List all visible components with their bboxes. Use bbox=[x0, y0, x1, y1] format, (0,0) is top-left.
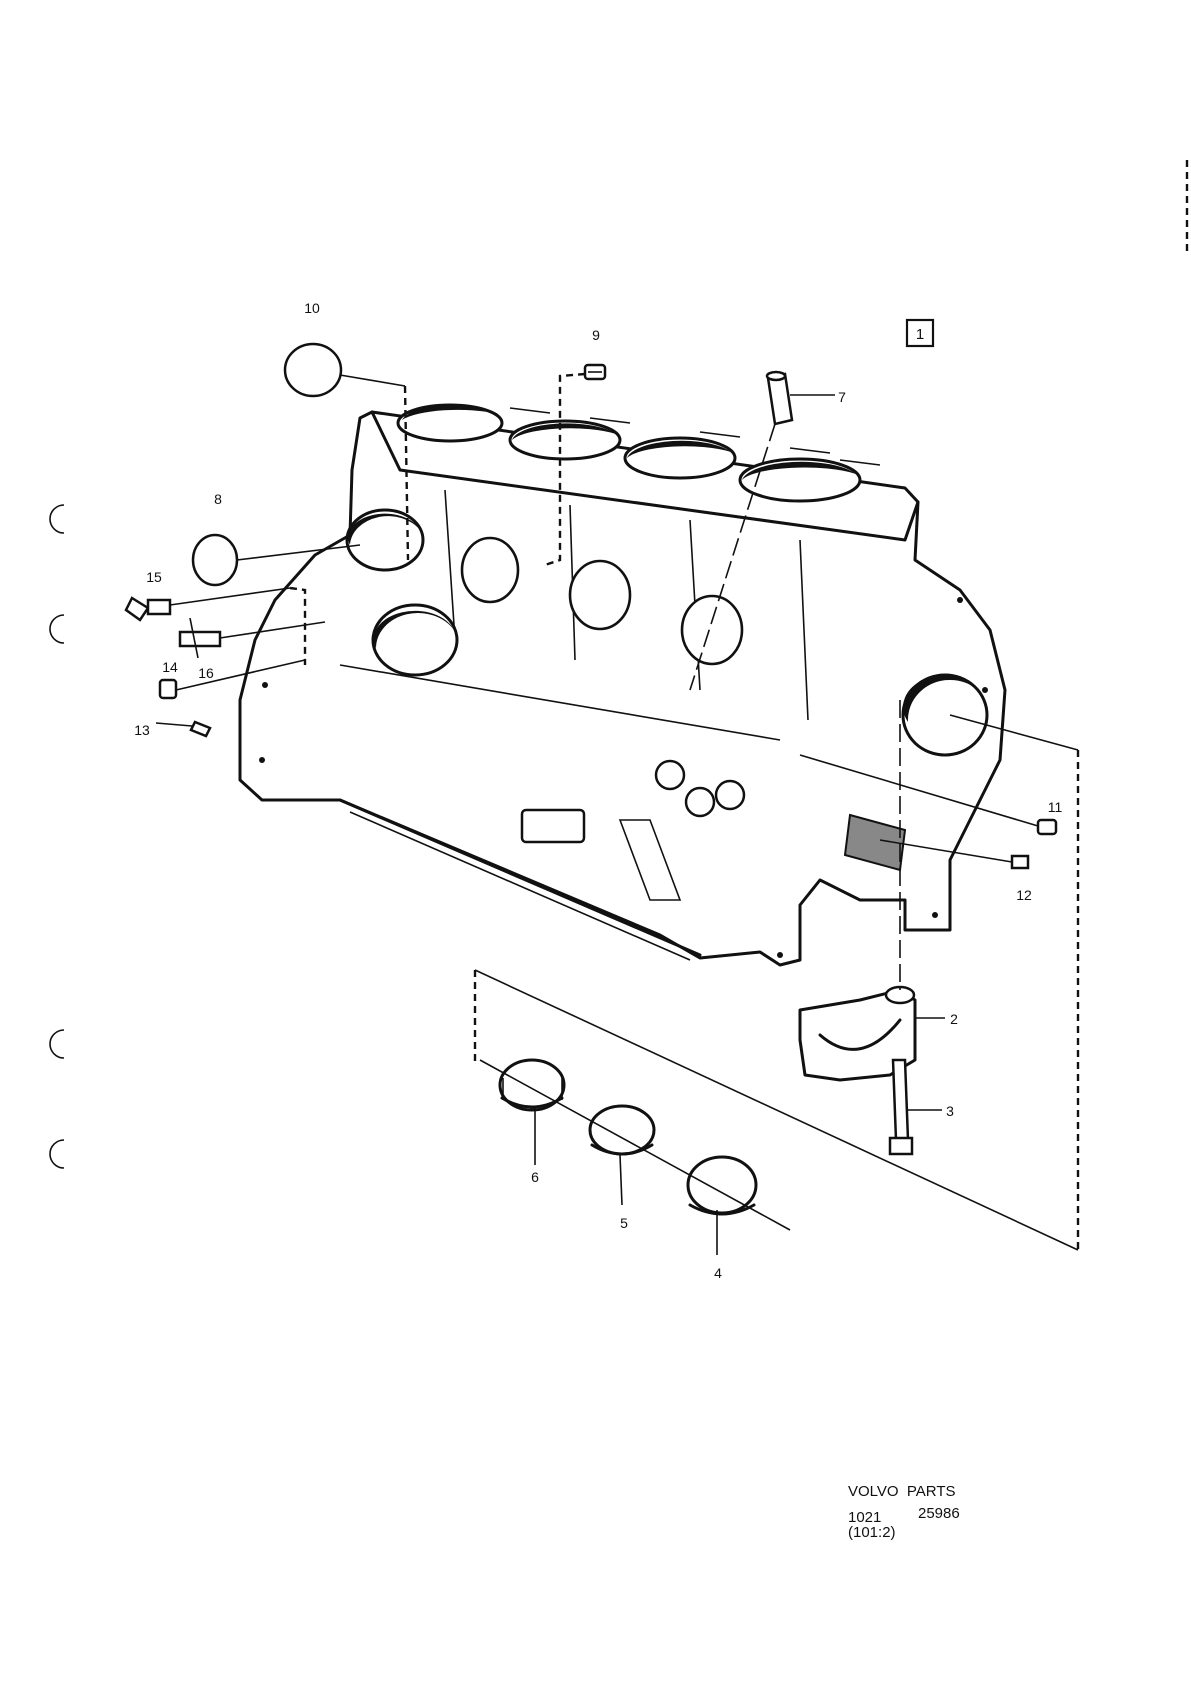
callout: 2 bbox=[950, 1011, 958, 1027]
part-2-bearing-cap bbox=[798, 700, 945, 1082]
part-6-bearing-shell bbox=[498, 1058, 566, 1112]
callout: 6 bbox=[531, 1169, 539, 1185]
callout: 4 bbox=[714, 1265, 722, 1281]
footer-labels: VOLVO PARTS 1021 (101:2) 25986 bbox=[848, 1483, 960, 1541]
footer-code: 1021 bbox=[848, 1509, 881, 1526]
callout: 9 bbox=[592, 327, 600, 343]
callout: 10 bbox=[304, 300, 320, 316]
callout: 7 bbox=[838, 389, 846, 405]
part-10-core-plug bbox=[283, 342, 410, 561]
part-11-plug bbox=[799, 754, 1058, 836]
part-13-pin bbox=[155, 720, 212, 738]
callout: 13 bbox=[134, 722, 150, 738]
part-9-plug-screw bbox=[544, 363, 607, 567]
callout: 15 bbox=[146, 569, 162, 585]
svg-text:1: 1 bbox=[916, 326, 924, 343]
callout-numbers: 10 9 7 8 15 16 14 13 11 12 2 3 6 5 4 bbox=[134, 300, 1062, 1281]
page-badge: 1 bbox=[905, 318, 935, 348]
footer-drawing-no: 25986 bbox=[918, 1505, 960, 1522]
engine-block bbox=[238, 403, 1007, 967]
callout: 5 bbox=[620, 1215, 628, 1231]
part-16-sender bbox=[178, 617, 326, 659]
callout: 16 bbox=[198, 665, 214, 681]
part-12-screw bbox=[879, 839, 1030, 870]
part-4-bearing-shell bbox=[686, 1155, 758, 1216]
callout: 12 bbox=[1016, 887, 1032, 903]
footer-subcode: (101:2) bbox=[848, 1524, 896, 1541]
part-5-bearing-shell bbox=[588, 1104, 656, 1156]
part-14-plug bbox=[158, 659, 306, 700]
core-plug-openings bbox=[345, 508, 744, 677]
cylinder-bores bbox=[396, 403, 862, 503]
part-15-drain-tap bbox=[124, 587, 291, 622]
callout: 14 bbox=[162, 659, 178, 675]
callout: 11 bbox=[1048, 799, 1063, 815]
binder-holes bbox=[49, 504, 65, 1169]
callout: 8 bbox=[214, 491, 222, 507]
part-7-sleeve bbox=[689, 370, 835, 691]
callout: 3 bbox=[946, 1103, 954, 1119]
part-8-core-plug bbox=[191, 533, 361, 587]
footer-brand: VOLVO PARTS bbox=[848, 1483, 956, 1500]
part-3-bolt bbox=[888, 1058, 942, 1156]
